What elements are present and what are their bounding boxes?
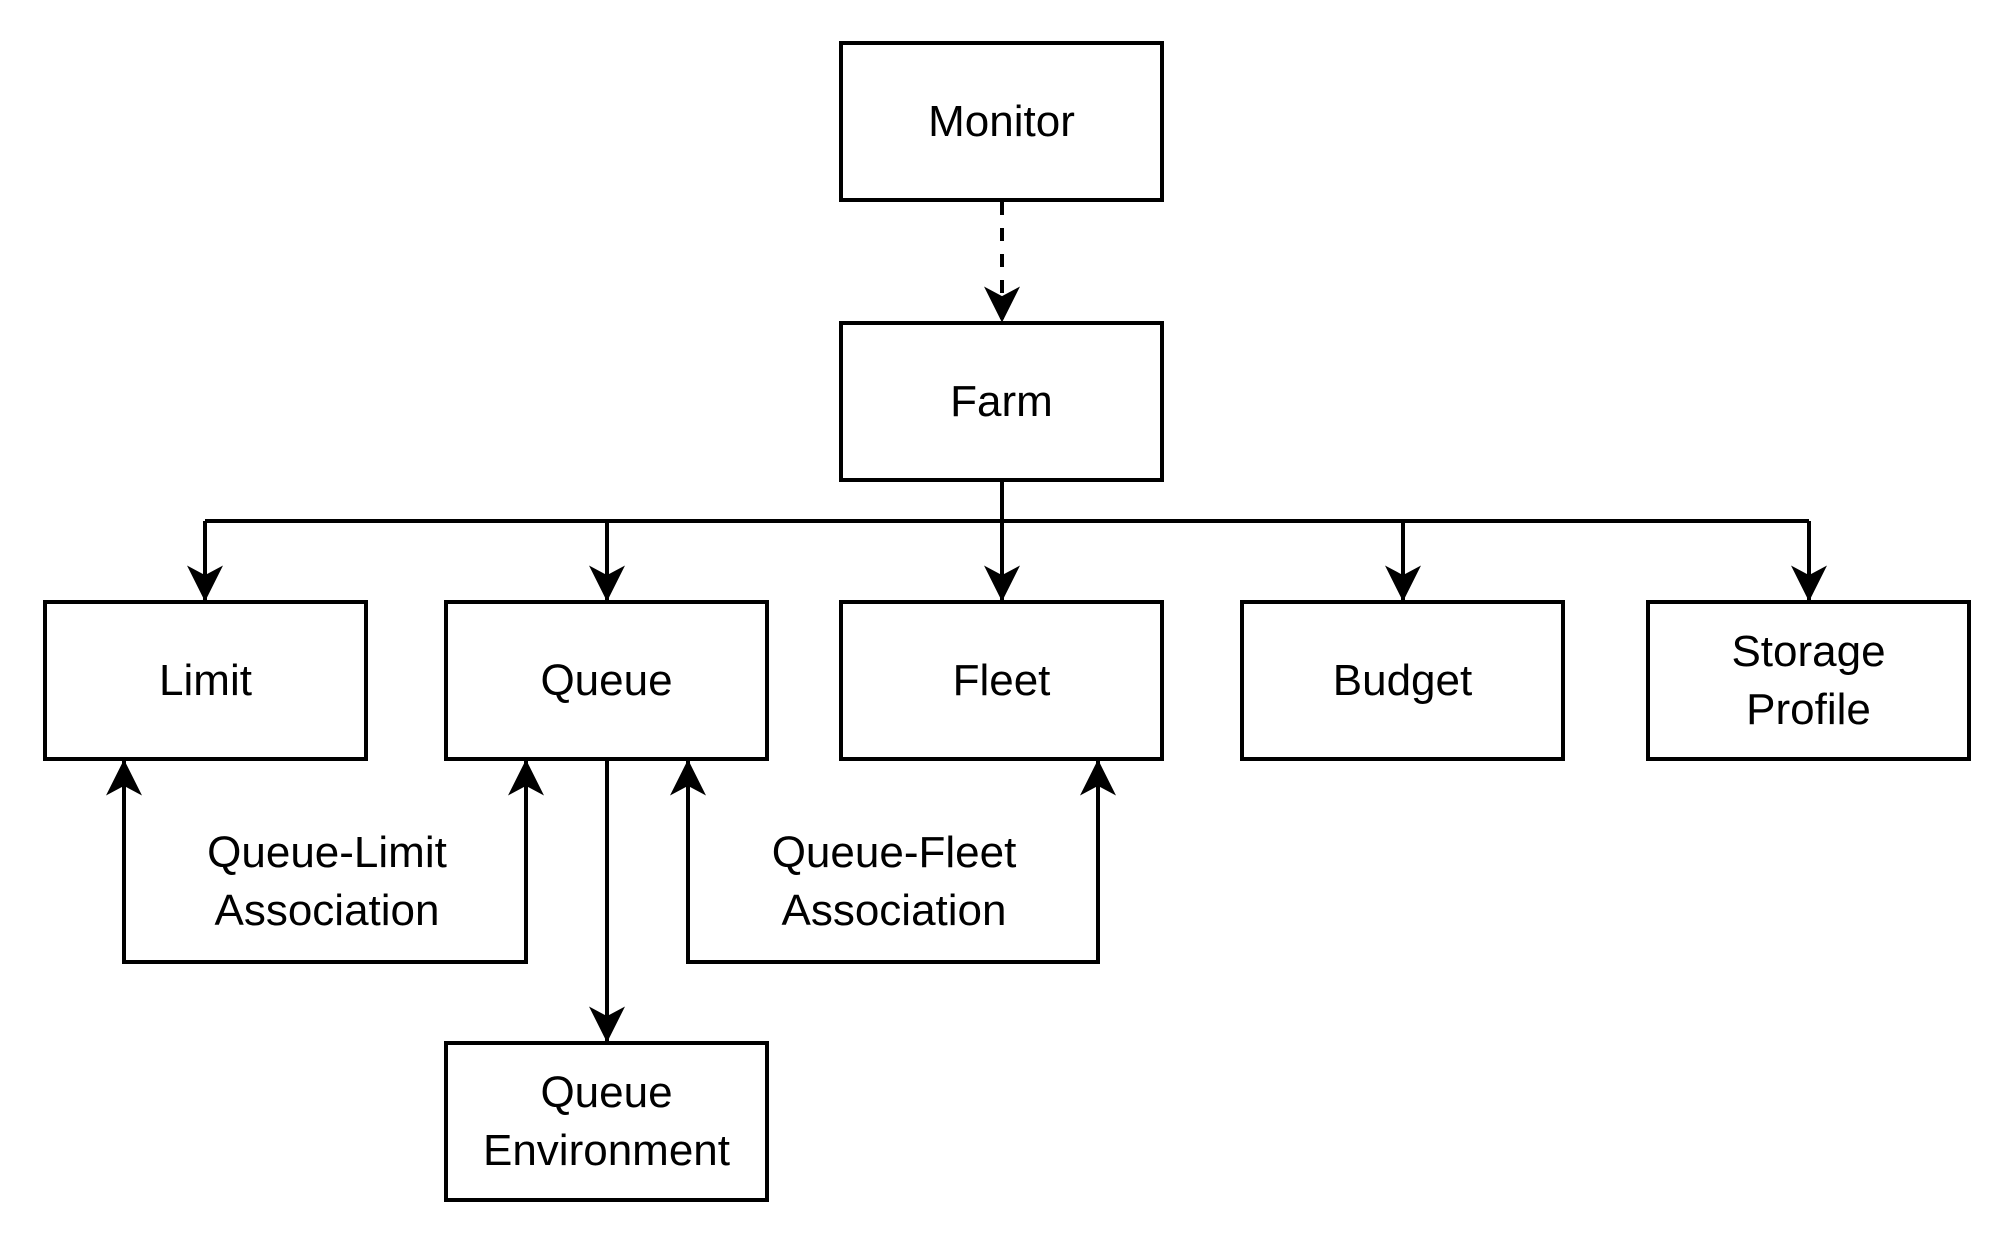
node-budget-label: Budget bbox=[1332, 655, 1473, 705]
edge-queue-fleet-association bbox=[670, 759, 1116, 964]
node-fleet-label: Fleet bbox=[952, 655, 1051, 705]
node-queue-environment: Queue Environment bbox=[444, 1041, 769, 1202]
node-limit-label: Limit bbox=[159, 655, 252, 705]
node-farm: Farm bbox=[839, 321, 1164, 482]
node-monitor-label: Monitor bbox=[928, 96, 1075, 146]
edge-queue-limit-association bbox=[106, 759, 544, 964]
node-queue-environment-label: Queue Environment bbox=[482, 1068, 730, 1175]
edge-label-queue-fleet-association: Queue-Fleet Association bbox=[771, 827, 1017, 935]
node-queue-label: Queue bbox=[540, 655, 673, 705]
node-monitor: Monitor bbox=[839, 41, 1164, 202]
node-storage-profile: Storage Profile bbox=[1646, 600, 1971, 761]
node-budget: Budget bbox=[1240, 600, 1565, 761]
edge-label-queue-limit-association: Queue-Limit Association bbox=[207, 827, 447, 935]
node-farm-label: Farm bbox=[950, 376, 1053, 426]
node-queue: Queue bbox=[444, 600, 769, 761]
node-limit: Limit bbox=[43, 600, 368, 761]
node-fleet: Fleet bbox=[839, 600, 1164, 761]
node-storage-profile-label: Storage Profile bbox=[1731, 627, 1886, 734]
